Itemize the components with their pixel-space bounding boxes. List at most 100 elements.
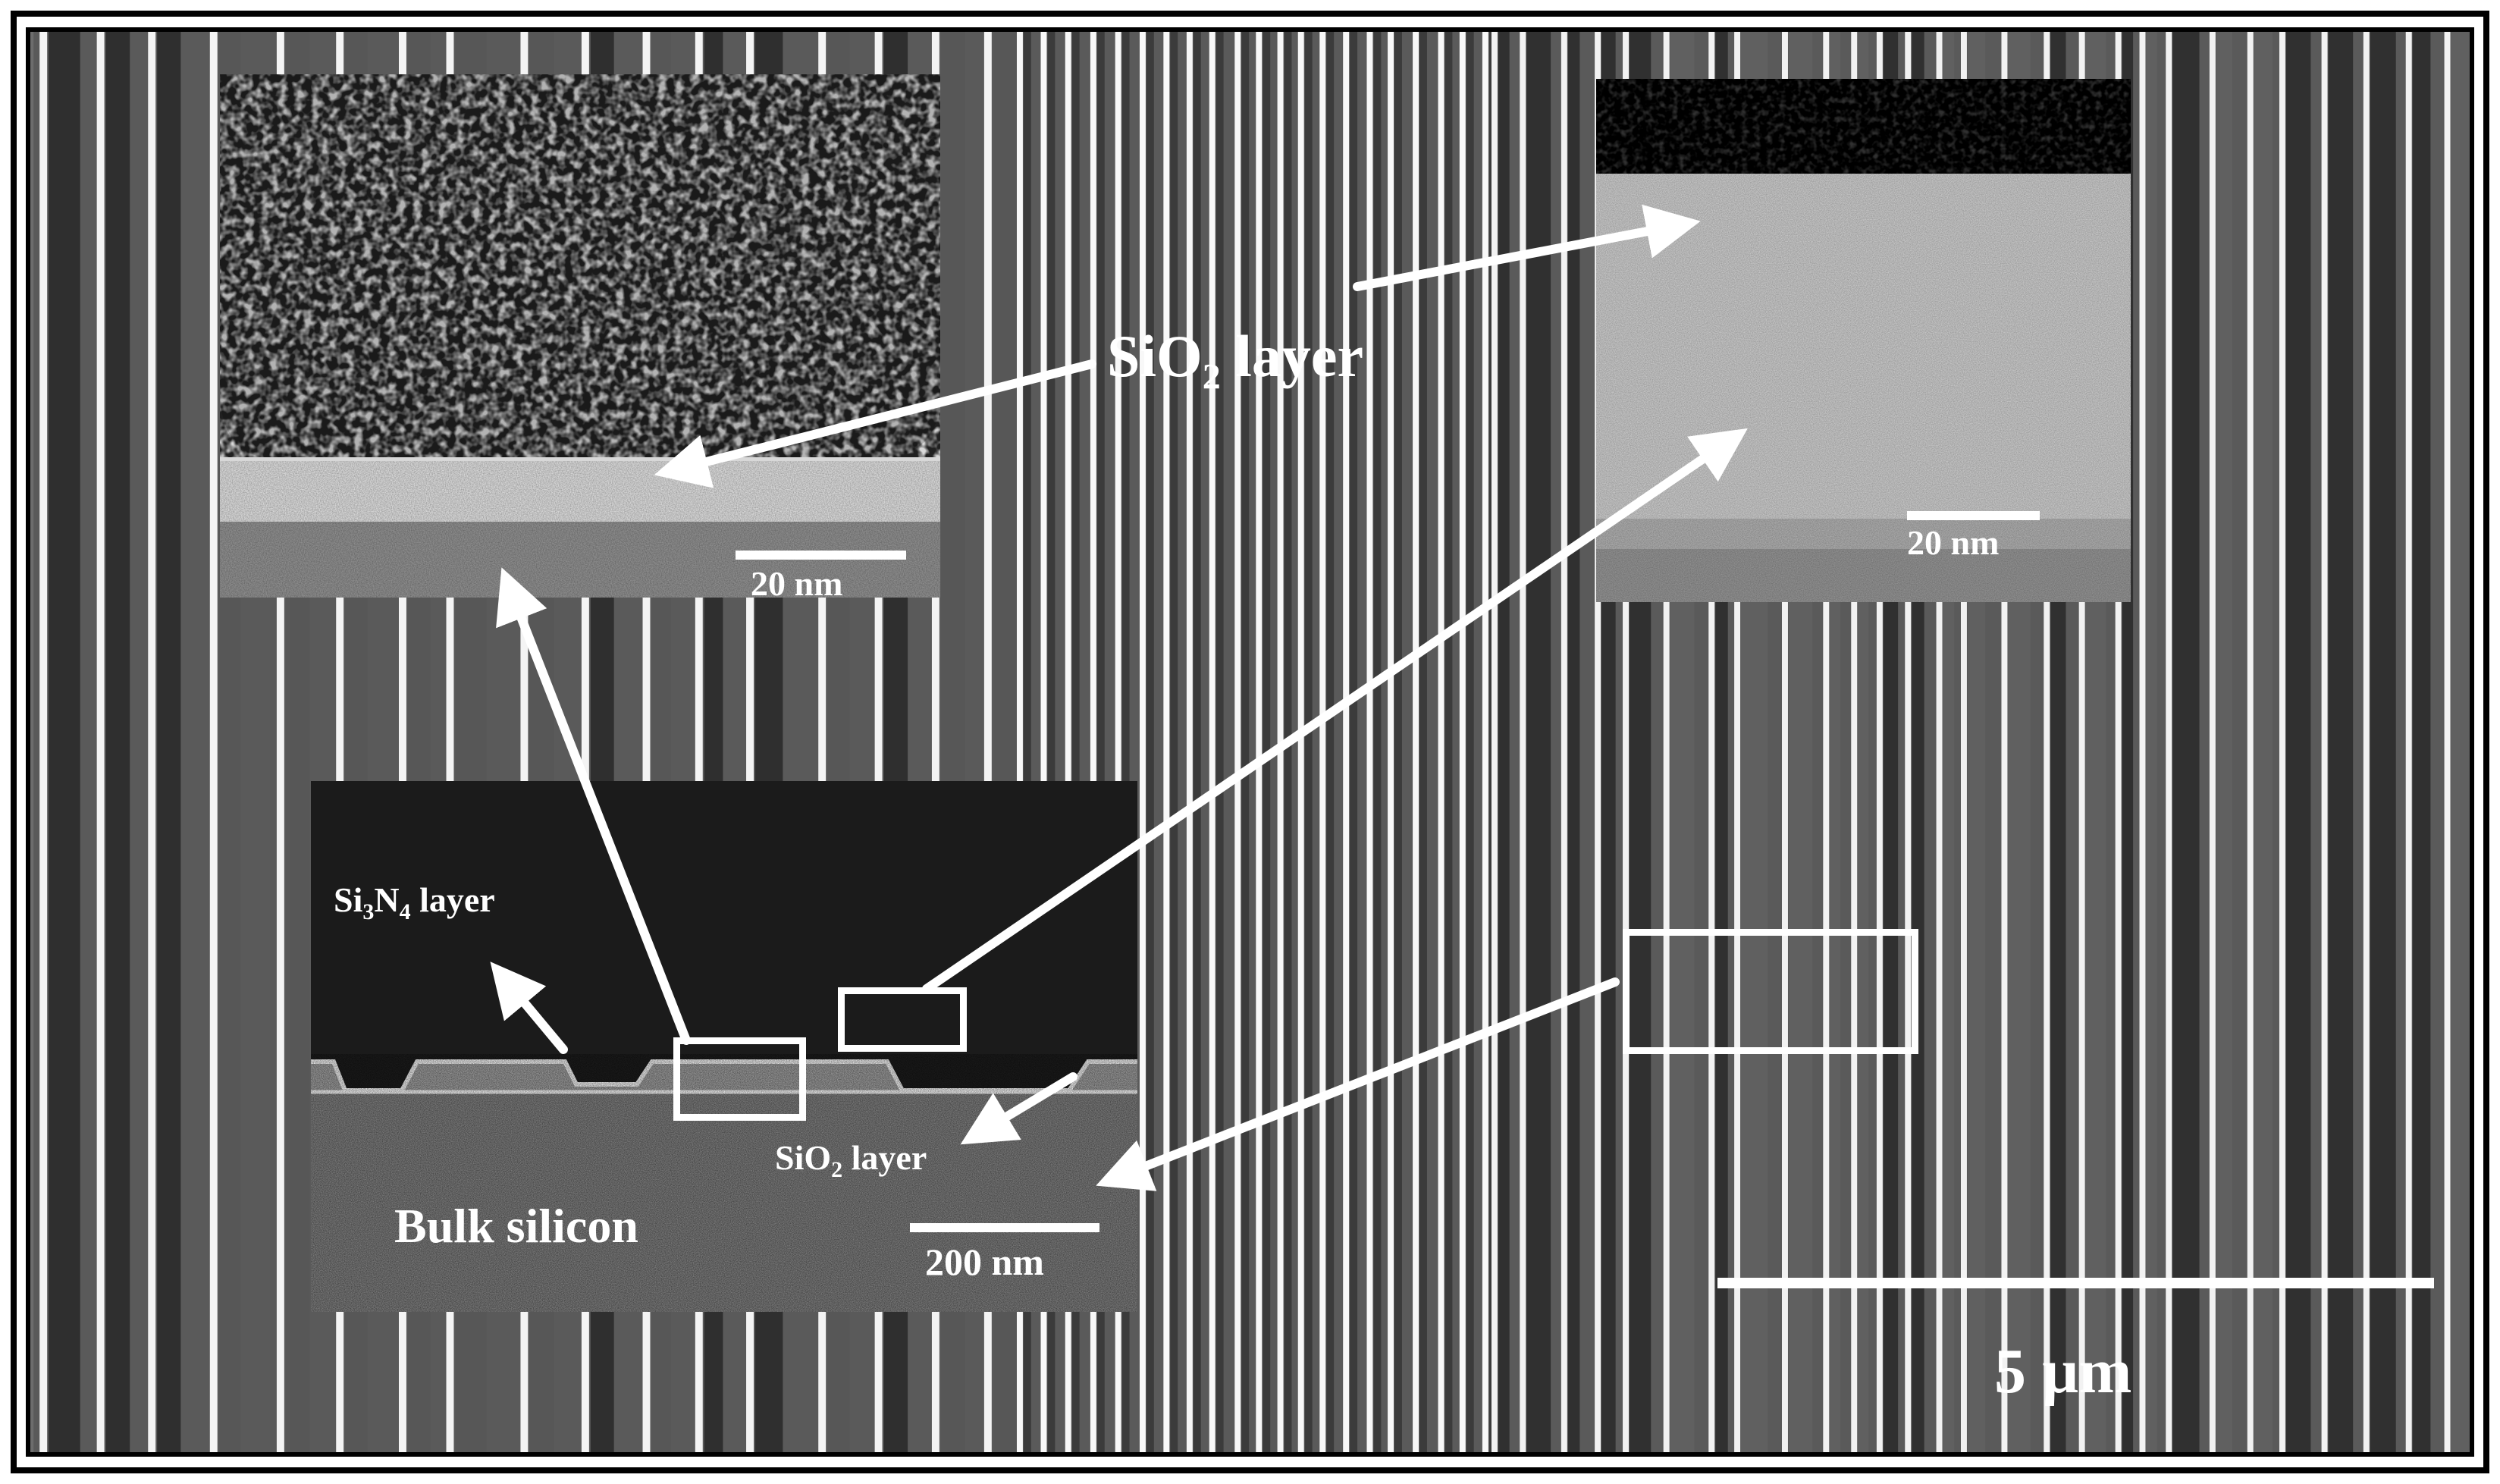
grating-line (1444, 32, 1453, 1452)
grating-line (874, 32, 883, 1452)
grating-line (1343, 32, 1350, 1452)
grating-line (746, 32, 754, 1452)
grating-line (2328, 32, 2354, 1452)
si3n4-sub-3: 3 (362, 899, 375, 925)
grating-line (1936, 32, 1943, 1452)
scale-bar-label-overview: 5 µm (1994, 1336, 2132, 1407)
tem-inset-left: 20 nm (220, 74, 940, 598)
grating-line (1193, 32, 1201, 1452)
si3n4-sub-4: 4 (399, 899, 411, 925)
grating-line (1851, 32, 1858, 1452)
grating-line (1170, 32, 1178, 1452)
grating-line (1438, 32, 1444, 1452)
grating-line (1520, 32, 1526, 1452)
grating-line (1304, 32, 1313, 1452)
scale-bar-line-overview (1717, 1278, 2434, 1288)
grating-line (39, 32, 48, 1452)
grating-line (1366, 32, 1373, 1452)
si3n4-text-n: N (374, 880, 400, 919)
grating-line (1561, 32, 1567, 1452)
grating-line (2139, 32, 2146, 1452)
sio2-low-sub: 2 (831, 1157, 843, 1183)
grating-line (1388, 32, 1394, 1452)
scale-bar-label-sem: 200 nm (925, 1241, 1044, 1283)
grating-line (1350, 32, 1358, 1452)
sio2-layer-label-lower: SiO2 layer (775, 1137, 927, 1183)
grating-line (1256, 32, 1263, 1452)
sio2-top-layer-text: layer (1220, 323, 1364, 389)
grating-line (2254, 32, 2273, 1452)
grating-line (1241, 32, 1250, 1452)
grating-line (818, 32, 827, 1452)
grating-line (336, 32, 344, 1452)
grating-line (1782, 32, 1788, 1452)
grating-line (1905, 32, 1912, 1452)
scale-bar-label-tem-left: 20 nm (751, 564, 843, 598)
grating-line (2146, 32, 2157, 1452)
marker-box-trench (673, 1037, 806, 1121)
grating-line (1297, 32, 1304, 1452)
tem-inset-right: 20 nm (1596, 79, 2131, 602)
grating-line (1277, 32, 1284, 1452)
grating-line (1163, 32, 1170, 1452)
grating-line (446, 32, 454, 1452)
grating-line (2172, 32, 2200, 1452)
grating-line (1284, 32, 1292, 1452)
scale-bar-line-sem (910, 1223, 1099, 1232)
grating-line (2044, 32, 2050, 1452)
grating-line (2444, 32, 2451, 1452)
grating-line (1498, 32, 1510, 1452)
si3n4-text-layer: layer (410, 880, 495, 919)
grating-line (2115, 32, 2122, 1452)
sio2-low-layer-text: layer (842, 1138, 927, 1177)
grating-line (2363, 32, 2370, 1452)
grating-line (695, 32, 703, 1452)
grating-line (1413, 32, 1419, 1452)
grating-line (1234, 32, 1241, 1452)
grating-line (1373, 32, 1382, 1452)
grating-line (1419, 32, 1427, 1452)
grating-line (1526, 32, 1551, 1452)
grating-line (2166, 32, 2172, 1452)
grating-line (1139, 32, 1146, 1452)
grating-line (2451, 32, 2470, 1452)
grating-line (2247, 32, 2254, 1452)
grating-line (1319, 32, 1326, 1452)
grating-line (1876, 32, 1883, 1452)
grating-line (1960, 32, 1967, 1452)
scale-bar-line-tem-right (1907, 511, 2040, 520)
grating-line (1215, 32, 1224, 1452)
scale-bar-line-tem-left (736, 551, 906, 560)
grating-line (1567, 32, 1580, 1452)
grating-line (1459, 32, 1466, 1452)
grating-line (2001, 32, 2008, 1452)
grating-line (209, 32, 218, 1452)
grating-line (398, 32, 406, 1452)
grating-line (2321, 32, 2328, 1452)
grating-line (1482, 32, 1488, 1452)
grating-line (1263, 32, 1271, 1452)
grating-line (2078, 32, 2085, 1452)
grating-line (2279, 32, 2285, 1452)
grating-line (1186, 32, 1193, 1452)
marker-box-top (838, 987, 967, 1052)
grating-line (2209, 32, 2216, 1452)
grating-line (1326, 32, 1335, 1452)
grating-line (2216, 32, 2232, 1452)
grating-line (276, 32, 284, 1452)
grating-line (1466, 32, 1474, 1452)
si3n4-text-si: Si (334, 880, 363, 919)
sio2-top-text: SiO (1107, 323, 1203, 389)
grating-line (1146, 32, 1154, 1452)
grating-line (2285, 32, 2311, 1452)
grating-line (1394, 32, 1402, 1452)
sio2-top-sub: 2 (1202, 356, 1221, 397)
bulk-silicon-label: Bulk silicon (394, 1199, 638, 1253)
grating-line (1823, 32, 1830, 1452)
marker-box-overview (1623, 929, 1918, 1054)
grating-line (1209, 32, 1215, 1452)
grating-line (2370, 32, 2396, 1452)
sio2-layer-label-top: SiO2 layer (1107, 322, 1363, 398)
si3n4-layer-label: Si3N4 layer (334, 880, 495, 925)
grating-line (105, 32, 130, 1452)
